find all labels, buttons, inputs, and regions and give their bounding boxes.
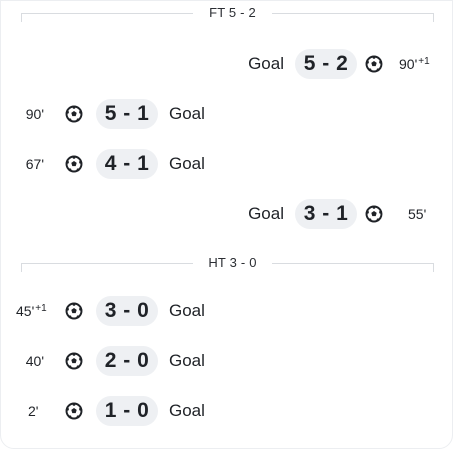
football-icon [65, 352, 83, 370]
event-type: Goal [169, 351, 205, 370]
event-minute: 2' [28, 403, 39, 419]
football-icon [365, 205, 383, 223]
divider-line-left [21, 13, 193, 22]
event-type: Goal [248, 54, 284, 73]
event-minute: 90'+1 [399, 56, 430, 72]
event-row-home[interactable]: 67' 4 - 1 Goal [1, 149, 453, 179]
event-type: Goal [169, 401, 205, 420]
halftime-divider: HT 3 - 0 [21, 255, 434, 272]
score-pill: 1 - 0 [96, 396, 158, 426]
event-row-away[interactable]: Goal 5 - 2 90'+1 [0, 49, 452, 79]
fulltime-divider: FT 5 - 2 [21, 5, 434, 22]
event-minute: 90' [26, 106, 45, 122]
minute-value: 67' [25, 156, 44, 172]
event-minute: 67' [26, 156, 45, 172]
minute-value: 40' [25, 353, 44, 369]
divider-line-left [21, 263, 193, 272]
added-time: +1 [35, 303, 47, 314]
minute-value: 90' [399, 56, 418, 72]
minute-value: 2' [28, 403, 39, 419]
score-pill: 5 - 1 [96, 99, 158, 129]
score-pill: 3 - 0 [96, 296, 158, 326]
event-row-home[interactable]: 90' 5 - 1 Goal [1, 99, 453, 129]
event-row-home[interactable]: 45'+1 3 - 0 Goal [1, 296, 453, 326]
event-type: Goal [248, 204, 284, 223]
score-pill: 2 - 0 [96, 346, 158, 376]
minute-value: 90' [25, 106, 44, 122]
football-icon [65, 155, 83, 173]
minute-value: 45' [16, 303, 35, 319]
football-icon [65, 105, 83, 123]
event-type: Goal [169, 301, 205, 320]
football-icon [365, 55, 383, 73]
event-type: Goal [169, 154, 205, 173]
halftime-label: HT 3 - 0 [208, 255, 257, 270]
event-minute: 45'+1 [16, 303, 47, 319]
score-pill: 3 - 1 [295, 199, 357, 229]
fulltime-label: FT 5 - 2 [209, 5, 256, 20]
minute-value: 55' [408, 206, 427, 222]
event-row-away[interactable]: Goal 3 - 1 55' [0, 199, 452, 229]
football-icon [65, 302, 83, 320]
event-minute: 55' [408, 206, 427, 222]
football-icon [65, 402, 83, 420]
divider-line-right [272, 13, 434, 22]
event-row-home[interactable]: 40' 2 - 0 Goal [1, 346, 453, 376]
event-row-home[interactable]: 2' 1 - 0 Goal [1, 396, 453, 426]
event-type: Goal [169, 104, 205, 123]
divider-line-right [272, 263, 434, 272]
score-pill: 5 - 2 [295, 49, 357, 79]
score-pill: 4 - 1 [96, 149, 158, 179]
event-minute: 40' [26, 353, 45, 369]
added-time: +1 [418, 56, 430, 67]
